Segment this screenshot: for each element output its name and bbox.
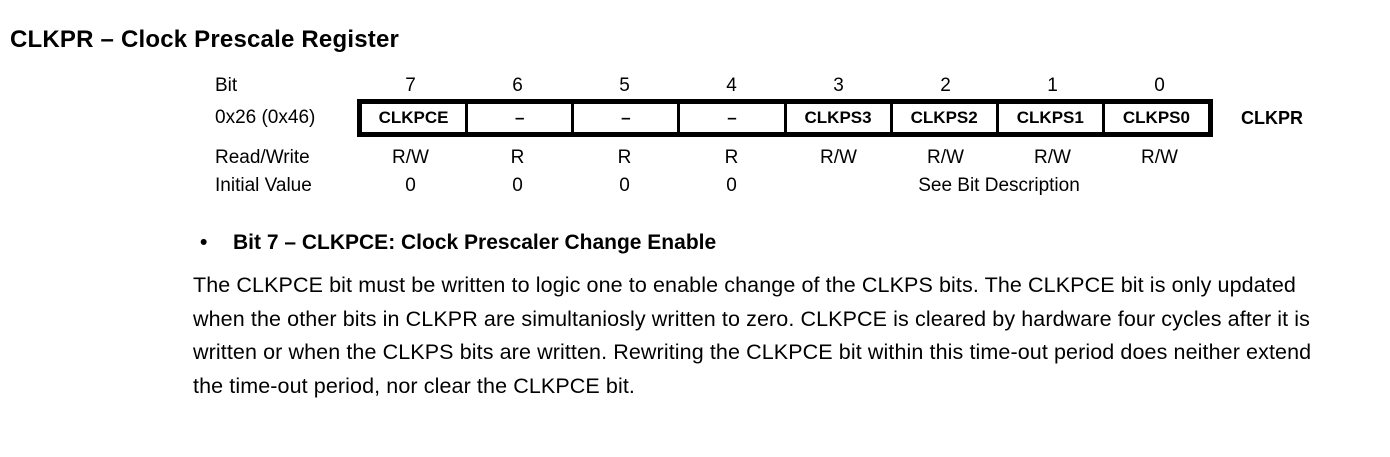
register-box: CLKPCE – – – CLKPS3 CLKPS2 CLKPS1 CLKPS0 [357, 99, 1213, 137]
initial-value-row-label: Initial Value [215, 175, 312, 196]
initial-bit-4: 0 [726, 175, 737, 196]
rw-bit-2: R/W [927, 147, 964, 168]
register-address: 0x26 (0x46) [215, 107, 316, 128]
bit-number-6: 6 [512, 75, 523, 96]
page-title: CLKPR – Clock Prescale Register [10, 26, 400, 53]
bit-number-row: Bit 7 6 5 4 3 2 1 0 [215, 74, 1335, 98]
rw-bit-3: R/W [820, 147, 857, 168]
rw-bit-4: R [724, 147, 739, 168]
initial-value-row: Initial Value 0 0 0 0 See Bit Descriptio… [215, 172, 1335, 200]
bit-number-2: 2 [940, 75, 951, 96]
bit-name-reserved-5: – [571, 104, 677, 132]
bit-name-clkpce: CLKPCE [378, 108, 449, 127]
bit-number-3: 3 [833, 75, 844, 96]
bit-number-7: 7 [405, 75, 416, 96]
initial-bit-7: 0 [405, 175, 416, 196]
read-write-row-label: Read/Write [215, 147, 310, 168]
bit-number-4: 4 [726, 75, 737, 96]
bit-name-clkps3: CLKPS3 [783, 104, 890, 132]
rw-bit-0: R/W [1141, 147, 1178, 168]
bit-name-clkps1: CLKPS1 [995, 104, 1102, 132]
bullet-icon: • [200, 231, 208, 254]
bit7-heading: Bit 7 – CLKPCE: Clock Prescaler Change E… [233, 231, 717, 254]
bit-name-clkps2: CLKPS2 [889, 104, 996, 132]
bit-number-0: 0 [1154, 75, 1165, 96]
register-box-row: 0x26 (0x46) CLKPCE – – – CLKPS3 CLKPS2 C… [215, 99, 1335, 137]
rw-bit-1: R/W [1034, 147, 1071, 168]
rw-bit-7: R/W [392, 147, 429, 168]
read-write-row: Read/Write R/W R R R R/W R/W R/W R/W [215, 144, 1335, 172]
bit-name-clkps0: CLKPS0 [1101, 104, 1208, 132]
register-name: CLKPR [1241, 107, 1303, 128]
bit-description-section: • Bit 7 – CLKPCE: Clock Prescaler Change… [193, 230, 1341, 403]
bit7-heading-row: • Bit 7 – CLKPCE: Clock Prescaler Change… [193, 230, 1341, 256]
initial-bit-5: 0 [619, 175, 630, 196]
rw-bit-5: R [617, 147, 632, 168]
read-write-cells: R/W R R R R/W R/W R/W R/W [357, 147, 1213, 169]
bit-number-5: 5 [619, 75, 630, 96]
initial-bit-6: 0 [512, 175, 523, 196]
initial-see-bit-description: See Bit Description [918, 175, 1080, 196]
bit-name-reserved-4: – [677, 104, 783, 132]
register-table: Bit 7 6 5 4 3 2 1 0 0x26 (0x46) CLKPCE –… [215, 74, 1335, 200]
bit-row-label: Bit [215, 75, 238, 96]
bit-number-cells: 7 6 5 4 3 2 1 0 [357, 75, 1213, 97]
bit7-description-paragraph: The CLKPCE bit must be written to logic … [193, 273, 1312, 398]
rw-bit-6: R [510, 147, 525, 168]
initial-value-cells: 0 0 0 0 See Bit Description [357, 175, 1213, 197]
bit-number-1: 1 [1047, 75, 1058, 96]
bit-name-reserved-6: – [465, 104, 571, 132]
